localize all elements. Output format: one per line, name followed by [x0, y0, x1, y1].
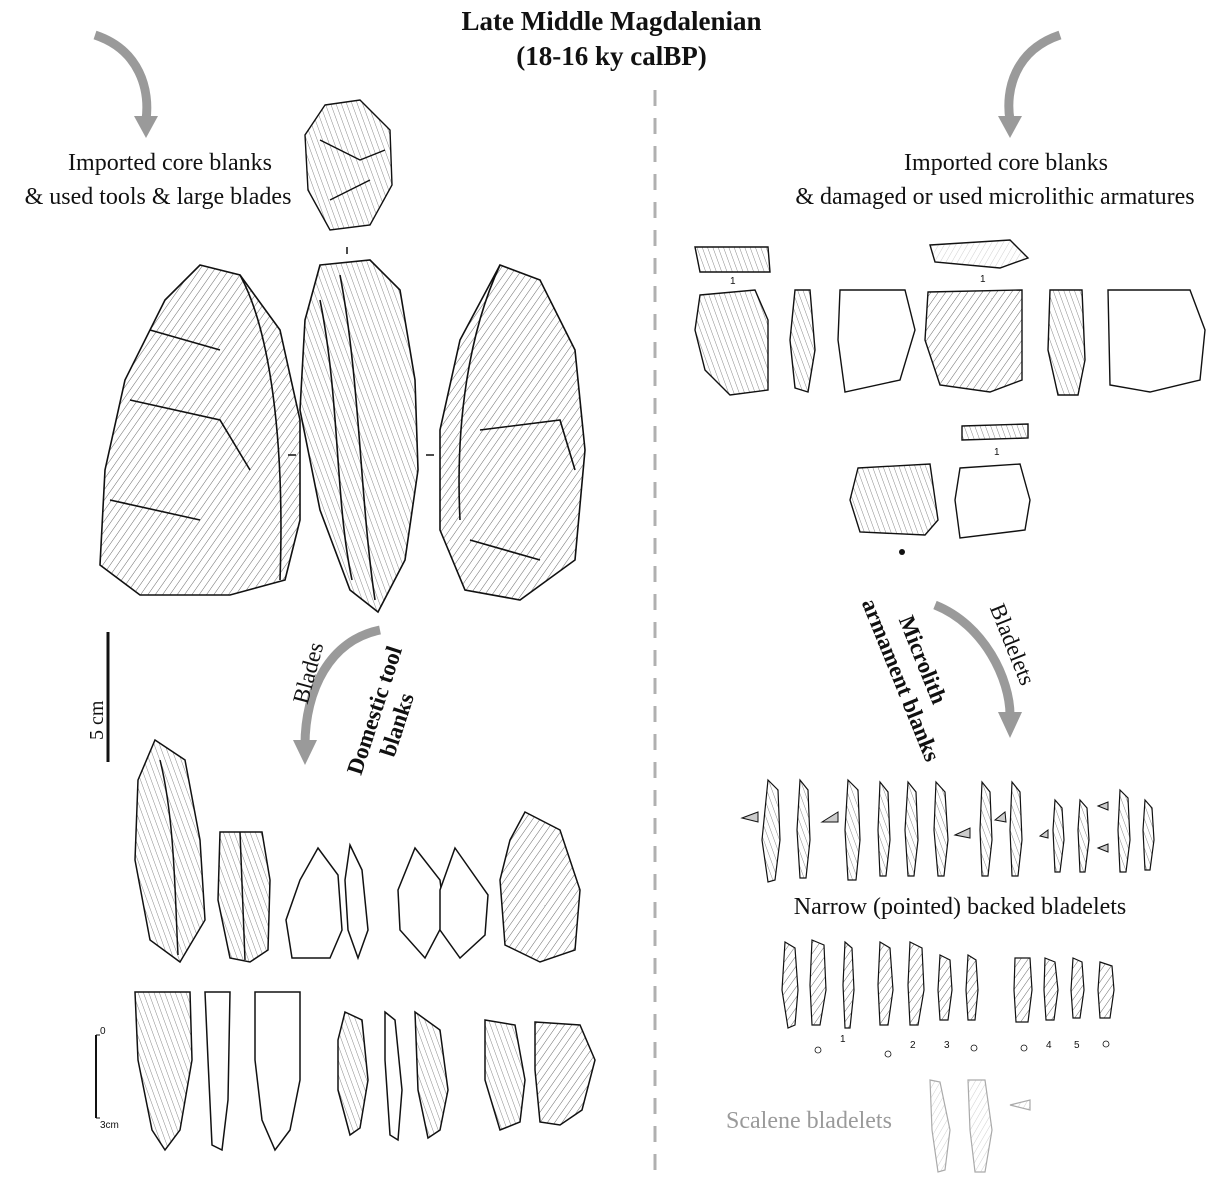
- large-core-left-view: [100, 265, 300, 595]
- right-cores: [695, 240, 1205, 538]
- item-number: 5: [1074, 1040, 1080, 1051]
- backed-bladelets-row2: [782, 940, 1114, 1028]
- large-core-side-view: [300, 260, 418, 612]
- large-core-right-view: [440, 265, 585, 600]
- core-drawing-top: [305, 100, 392, 230]
- item-number: 3: [944, 1040, 950, 1051]
- item-number: 4: [1046, 1040, 1052, 1051]
- top-left-curved-arrow: [95, 35, 147, 120]
- narrow-backed-bladelets: [762, 780, 1154, 882]
- item-number: 1: [730, 276, 736, 287]
- item-number: 1: [980, 274, 986, 285]
- scalene-bladelets: [930, 1080, 1030, 1172]
- top-right-curved-arrow: [1009, 35, 1060, 120]
- scale-label-0: 0: [100, 1026, 106, 1037]
- item-number: 2: [910, 1040, 916, 1051]
- scale-label-5cm: 5 cm: [86, 701, 109, 740]
- item-number: 1: [994, 447, 1000, 458]
- scalene-bladelets-label: Scalene bladelets: [726, 1108, 892, 1135]
- narrow-backed-bladelets-label: Narrow (pointed) backed bladelets: [760, 894, 1160, 921]
- scale-label-3cm: 3cm: [100, 1120, 119, 1131]
- item-number: 1: [840, 1034, 846, 1045]
- domestic-tools-row2: [135, 992, 595, 1150]
